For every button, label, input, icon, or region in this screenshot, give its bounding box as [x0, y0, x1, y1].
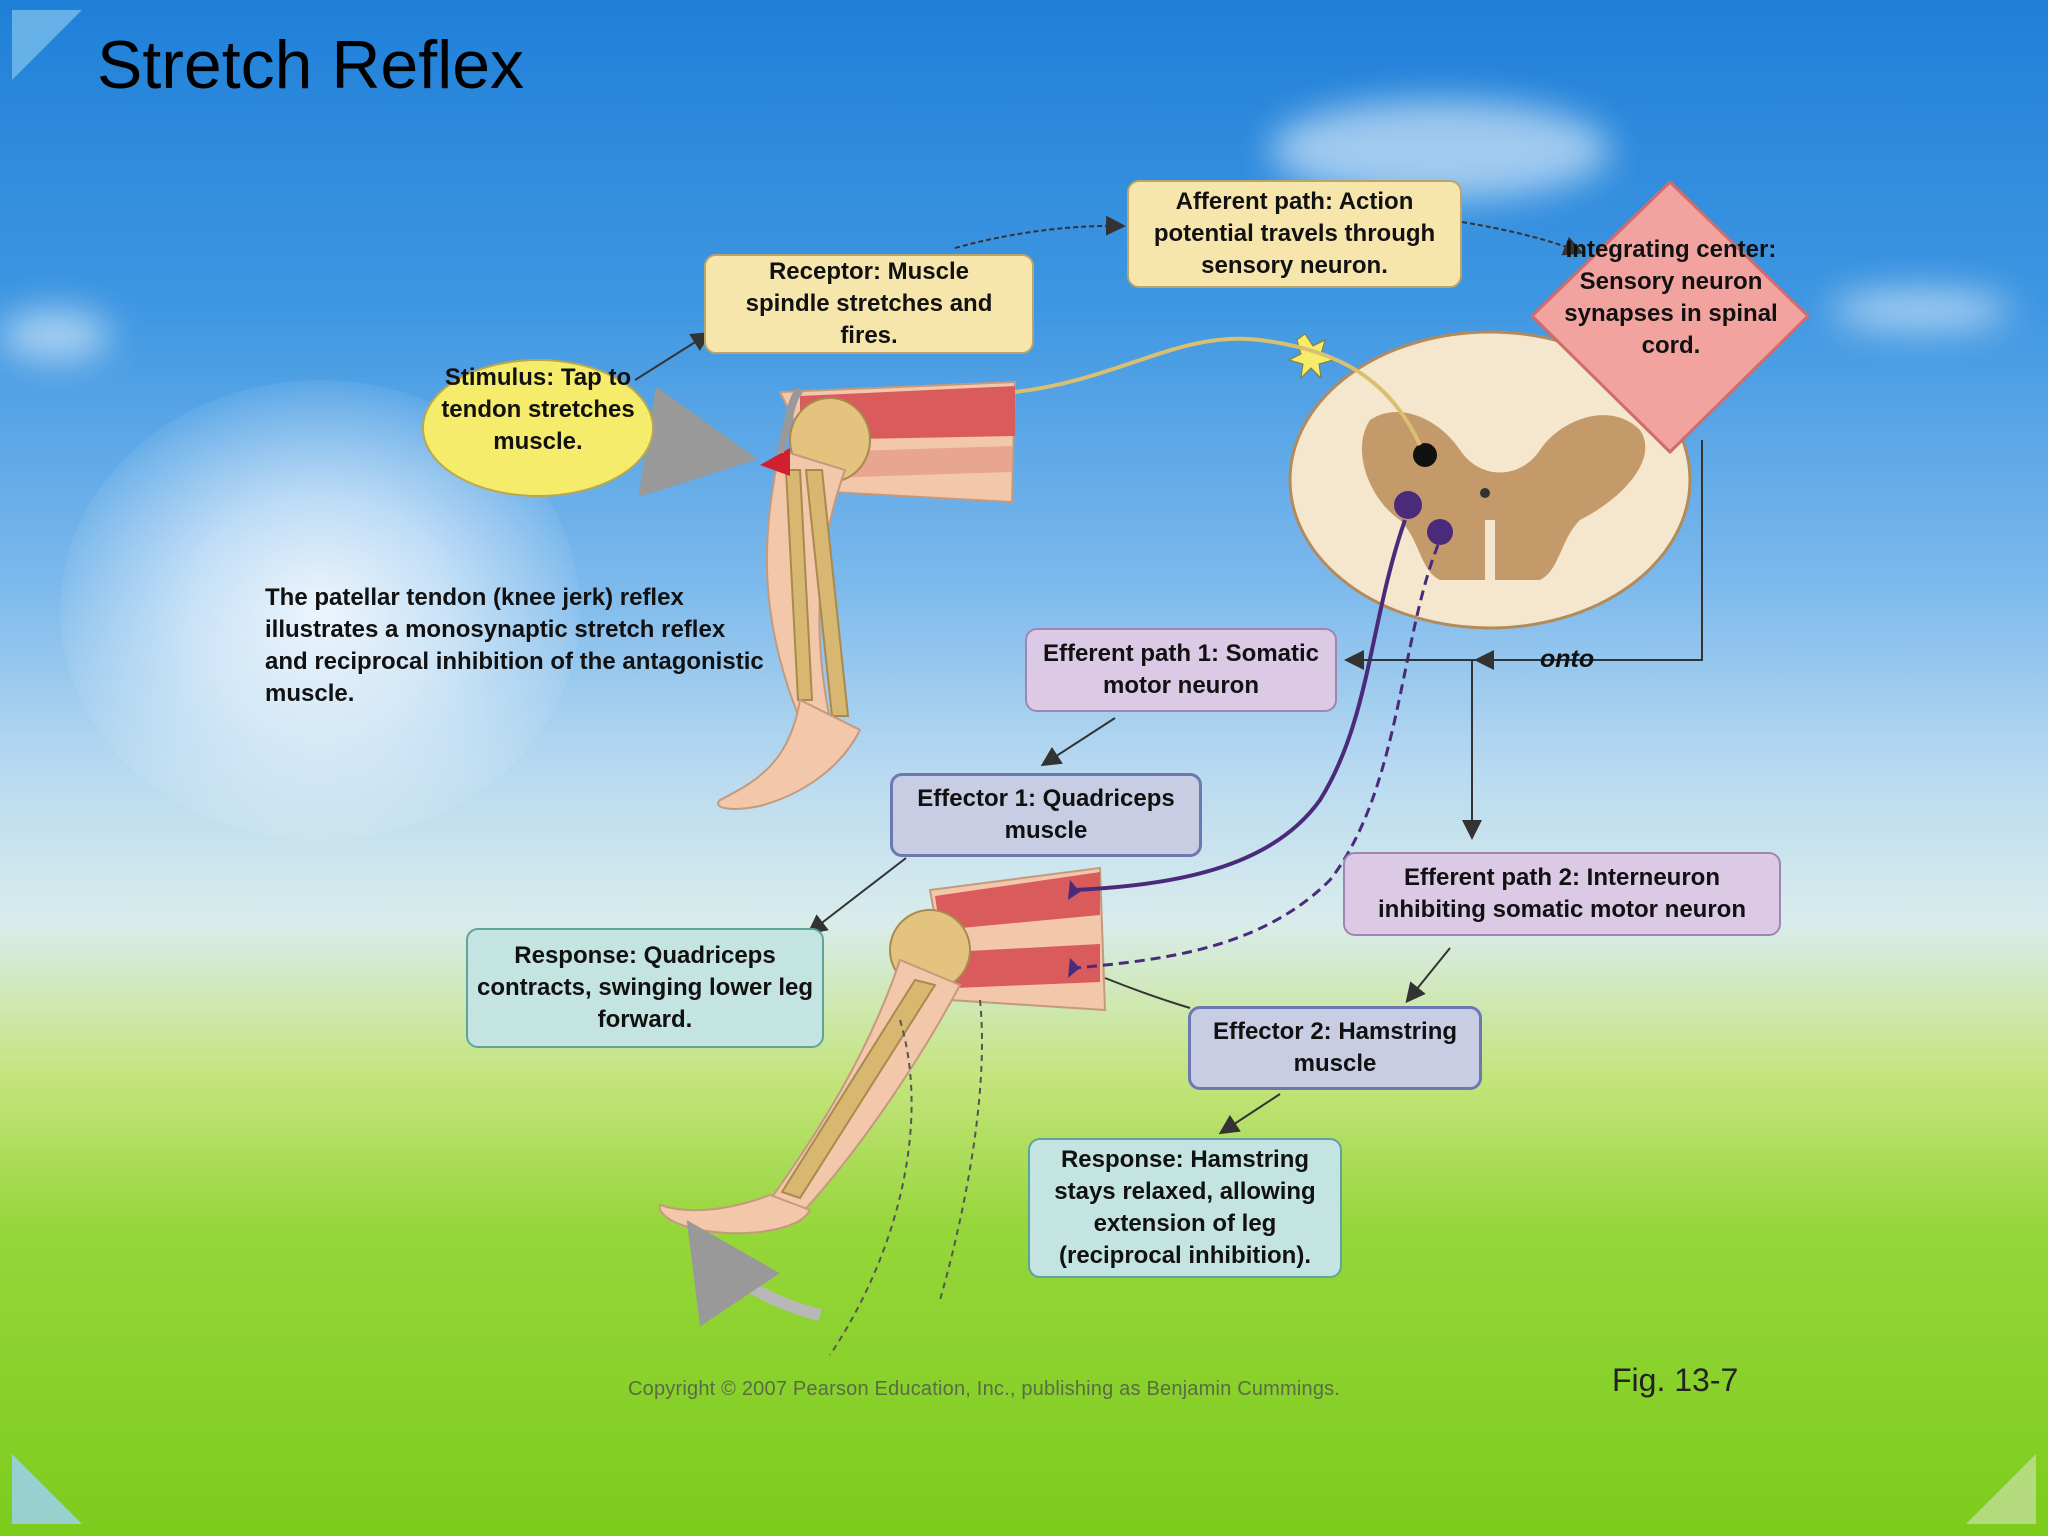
efferent-path-1-label: Efferent path 1: Somatic motor neuron [1025, 628, 1337, 712]
lower-leg-image [658, 866, 1107, 1356]
motor-neuron-line [1074, 519, 1407, 892]
response-1-label: Response: Quadriceps contracts, swinging… [466, 928, 824, 1048]
corner-decoration-top-left [12, 10, 82, 80]
upper-leg-image [638, 380, 1017, 810]
integrating-center-label: Integrating center: Sensory neuron synap… [1564, 236, 1778, 359]
flow-arrows [634, 215, 1703, 1135]
effector-2-label: Effector 2: Hamstring muscle [1188, 1006, 1482, 1090]
spinal-cord-image [1287, 330, 1692, 630]
cloud-right [1830, 290, 2010, 330]
corner-decoration-bottom-left [12, 1454, 82, 1524]
inhibitory-neuron-line [1074, 544, 1440, 970]
stimulus-label: Stimulus: Tap to tendon stretches muscle… [441, 364, 635, 455]
corner-decoration-bottom-right [1966, 1454, 2036, 1524]
afferent-path-label: Afferent path: Action potential travels … [1127, 180, 1462, 288]
inhibitory-neuron-terminal [1068, 958, 1080, 978]
receptor-label: Receptor: Muscle spindle stretches and f… [704, 254, 1034, 354]
onto-label: onto [1540, 645, 1595, 673]
slide-title: Stretch Reflex [97, 27, 525, 103]
response-2-label: Response: Hamstring stays relaxed, allow… [1028, 1138, 1342, 1278]
sensory-neuron-line [1014, 336, 1422, 446]
reflex-description: The patellar tendon (knee jerk) reflex i… [265, 584, 764, 707]
copyright-notice: Copyright © 2007 Pearson Education, Inc.… [628, 1378, 1341, 1400]
stimulus-shape [422, 359, 654, 497]
integrating-center-shape [1530, 180, 1810, 454]
motor-neuron-terminal [1068, 880, 1080, 900]
efferent-path-2-label: Efferent path 2: Interneuron inhibiting … [1343, 852, 1781, 936]
figure-number: Fig. 13-7 [1612, 1362, 1739, 1398]
effector-1-label: Effector 1: Quadriceps muscle [890, 773, 1202, 857]
cloud-left [0, 310, 110, 360]
